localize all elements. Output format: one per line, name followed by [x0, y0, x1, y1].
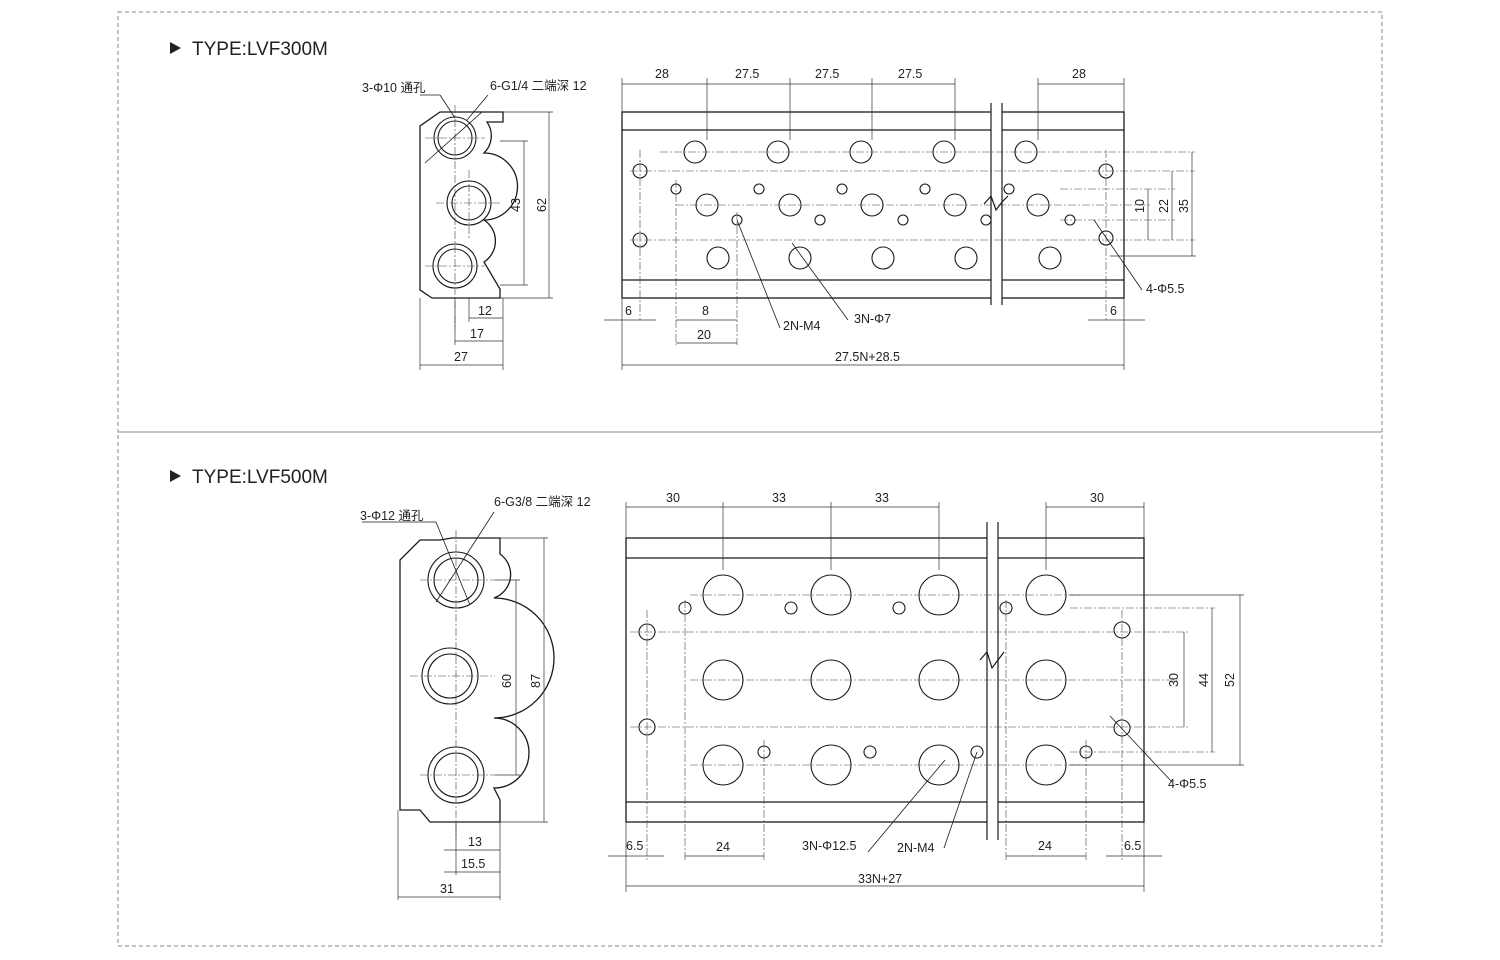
section-title: TYPE:LVF500M: [192, 467, 328, 488]
dim-bottom-6.5-left: 6.5: [626, 839, 643, 853]
dim-43: 43: [509, 198, 523, 212]
callout-4-phi5.5: 4-Φ5.5: [1168, 777, 1207, 791]
callout-4-phi5.5: 4-Φ5.5: [1146, 282, 1185, 296]
dim-top-30-right: 30: [1090, 491, 1104, 505]
callout-3n-phi12.5: 3N-Φ12.5: [802, 839, 856, 853]
top-view-lvf500m: 30 33 33 30 30 44 52 6.5 24 24 6.5 3: [608, 491, 1244, 892]
side-hole-callout: 3-Φ12 通孔: [360, 509, 424, 523]
dim-27: 27: [454, 350, 468, 364]
dim-62: 62: [535, 198, 549, 212]
side-view-lvf500m: 3-Φ12 通孔 6-G3/8 二端深 12 60 87 13 15.5 31: [360, 495, 591, 900]
dim-top-28-right: 28: [1072, 67, 1086, 81]
callout-2n-m4: 2N-M4: [783, 319, 821, 333]
section-frame-lvf300m: [117, 11, 1383, 433]
dim-right-10: 10: [1133, 199, 1147, 213]
section-lvf300m: TYPE:LVF300M: [170, 39, 1196, 370]
dim-15.5: 15.5: [461, 857, 485, 871]
dim-bottom-6.5-right: 6.5: [1124, 839, 1141, 853]
section-frame-lvf500m: [117, 431, 1383, 947]
dim-bottom-24-left: 24: [716, 840, 730, 854]
dim-top-27.5-1: 27.5: [735, 67, 759, 81]
dim-top-33-1: 33: [772, 491, 786, 505]
dim-bottom-8: 8: [702, 304, 709, 318]
dim-bottom-6-right: 6: [1110, 304, 1117, 318]
side-hole-callout: 3-Φ10 通孔: [362, 81, 426, 95]
dim-overall: 33N+27: [858, 872, 902, 886]
dim-bottom-20: 20: [697, 328, 711, 342]
section-lvf500m: TYPE:LVF500M: [170, 467, 1244, 900]
callout-3n-phi7: 3N-Φ7: [854, 312, 891, 326]
dim-right-30: 30: [1167, 673, 1181, 687]
dim-31: 31: [440, 882, 454, 896]
side-port-callout: 6-G3/8 二端深 12: [494, 495, 591, 509]
side-view-lvf300m: 3-Φ10 通孔 6-G1/4 二端深 12 43 62 12 17 27: [362, 79, 587, 370]
dim-top-27.5-3: 27.5: [898, 67, 922, 81]
callout-2n-m4: 2N-M4: [897, 841, 935, 855]
dim-bottom-24-right: 24: [1038, 839, 1052, 853]
dim-60: 60: [500, 674, 514, 688]
dim-top-30-left: 30: [666, 491, 680, 505]
dim-bottom-6-left: 6: [625, 304, 632, 318]
dim-top-33-2: 33: [875, 491, 889, 505]
section-title: TYPE:LVF300M: [192, 39, 328, 60]
title-marker-icon: [170, 42, 181, 54]
dim-right-22: 22: [1157, 199, 1171, 213]
dim-right-44: 44: [1197, 673, 1211, 687]
dim-top-27.5-2: 27.5: [815, 67, 839, 81]
top-view-lvf300m: 28 27.5 27.5 27.5 28 10 22 35 6 8 20 6: [604, 67, 1196, 370]
dim-17: 17: [470, 327, 484, 341]
dim-top-28-left: 28: [655, 67, 669, 81]
dim-right-35: 35: [1177, 199, 1191, 213]
dim-13: 13: [468, 835, 482, 849]
dim-87: 87: [529, 674, 543, 688]
side-port-callout: 6-G1/4 二端深 12: [490, 79, 587, 93]
dim-overall: 27.5N+28.5: [835, 350, 900, 364]
title-marker-icon: [170, 470, 181, 482]
dim-12: 12: [478, 304, 492, 318]
dim-right-52: 52: [1223, 673, 1237, 687]
